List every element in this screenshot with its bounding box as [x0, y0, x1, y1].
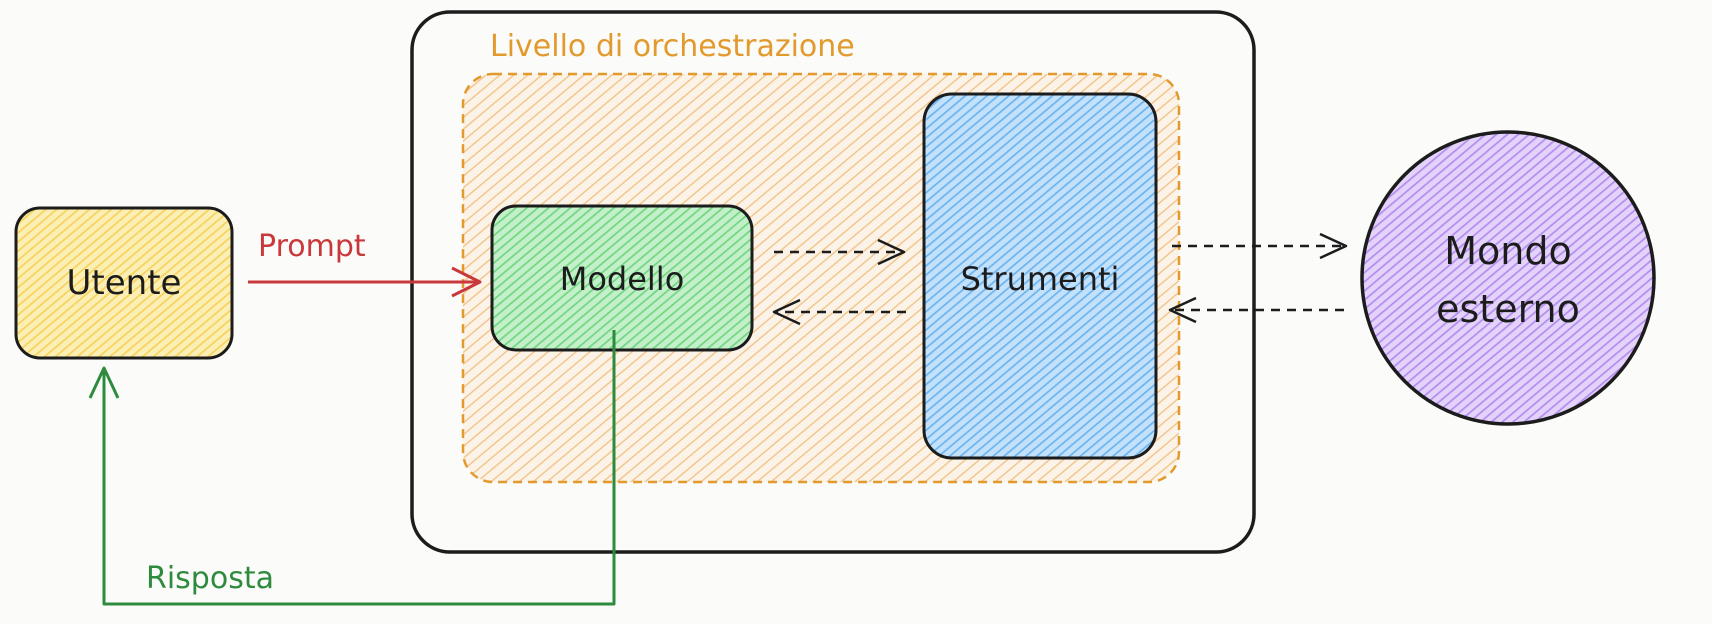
external-world-circle [1360, 130, 1656, 426]
external-world-label-line1: Mondo [1444, 229, 1572, 273]
tools-to-world-arrow [1172, 232, 1348, 260]
model-label: Modello [560, 260, 685, 298]
response-arrow: Risposta [88, 330, 616, 606]
tools-box [922, 92, 1158, 460]
prompt-arrow: Prompt [248, 229, 482, 298]
external-world-node: Mondo esterno [1360, 130, 1656, 426]
tools-label: Strumenti [961, 260, 1120, 298]
tools-node: Strumenti [922, 92, 1158, 460]
model-to-tools-arrow [774, 238, 906, 266]
tools-to-model-arrow [772, 298, 906, 326]
model-node: Modello [490, 204, 754, 352]
model-box [490, 204, 754, 352]
user-label: Utente [67, 263, 182, 303]
world-to-tools-arrow [1168, 296, 1344, 324]
response-label: Risposta [146, 561, 274, 596]
external-world-label-line2: esterno [1436, 287, 1580, 331]
user-node: Utente [14, 206, 234, 360]
user-box [14, 206, 234, 360]
prompt-label: Prompt [258, 229, 366, 264]
orchestration-title: Livello di orchestrazione [490, 29, 855, 64]
